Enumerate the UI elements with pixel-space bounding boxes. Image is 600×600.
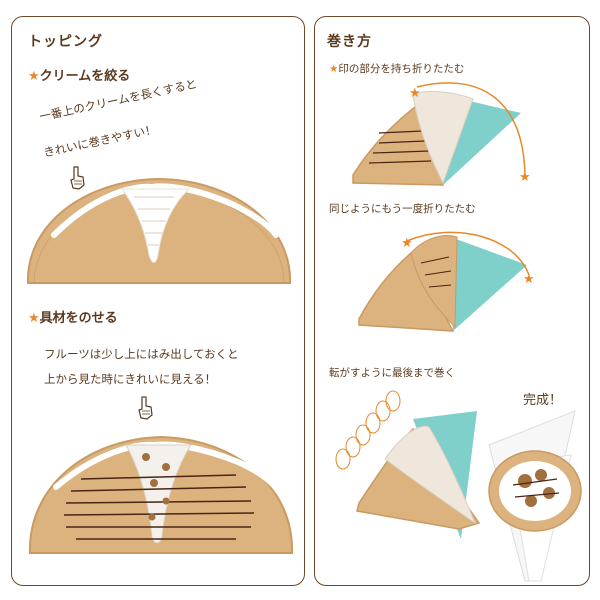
rolling-title: 巻き方 — [327, 34, 372, 50]
step-add-toppings-label: 具材をのせる — [39, 311, 118, 326]
star-icon: ★ — [329, 63, 339, 75]
topping-title: トッピング — [28, 34, 103, 50]
fold-step1-caption: ★印の部分を持ち折りたたむ — [329, 63, 465, 75]
star-icon: ★ — [28, 311, 40, 326]
rolling-panel: 巻き方 ★印の部分を持ち折りたたむ ★ ★ 同じようにもう一度折りたたむ ★ ★… — [314, 16, 590, 586]
finished-crepe-image — [488, 410, 582, 582]
pointing-hand-icon — [138, 396, 153, 420]
fold-step2-image: ★ ★ — [358, 231, 535, 332]
done-label: 完成！ — [523, 393, 563, 408]
pointing-hand-icon — [70, 166, 85, 190]
star-icon: ★ — [28, 69, 40, 84]
star-marker-icon: ★ — [409, 86, 421, 101]
star-marker-icon: ★ — [519, 170, 531, 185]
fold-step2-caption: 同じようにもう一度折りたたむ — [329, 203, 476, 215]
roll-step-image — [335, 390, 481, 539]
crepe-with-cream-image — [26, 177, 292, 284]
cream-tip-line2: きれいに巻きやすい！ — [42, 122, 158, 160]
fruit-tip-line1: フルーツは少し上にはみ出しておくと — [44, 347, 239, 361]
star-marker-icon: ★ — [523, 272, 535, 287]
step-squeeze-cream-heading: ★クリームを絞る — [28, 65, 130, 84]
step-squeeze-cream-label: クリームを絞る — [39, 69, 131, 84]
fruit-tip-line2: 上から見た時にきれいに見える！ — [44, 372, 217, 386]
star-marker-icon: ★ — [401, 236, 413, 251]
topping-panel: トッピング ★クリームを絞る 一番上のクリームを長くすると きれいに巻きやすい！… — [11, 16, 305, 586]
step-add-toppings-heading: ★具材をのせる — [28, 307, 118, 326]
fold-step1-image: ★ ★ — [352, 82, 531, 186]
crepe-with-toppings-image — [28, 435, 294, 554]
roll-step-caption: 転がすように最後まで巻く — [329, 367, 455, 379]
